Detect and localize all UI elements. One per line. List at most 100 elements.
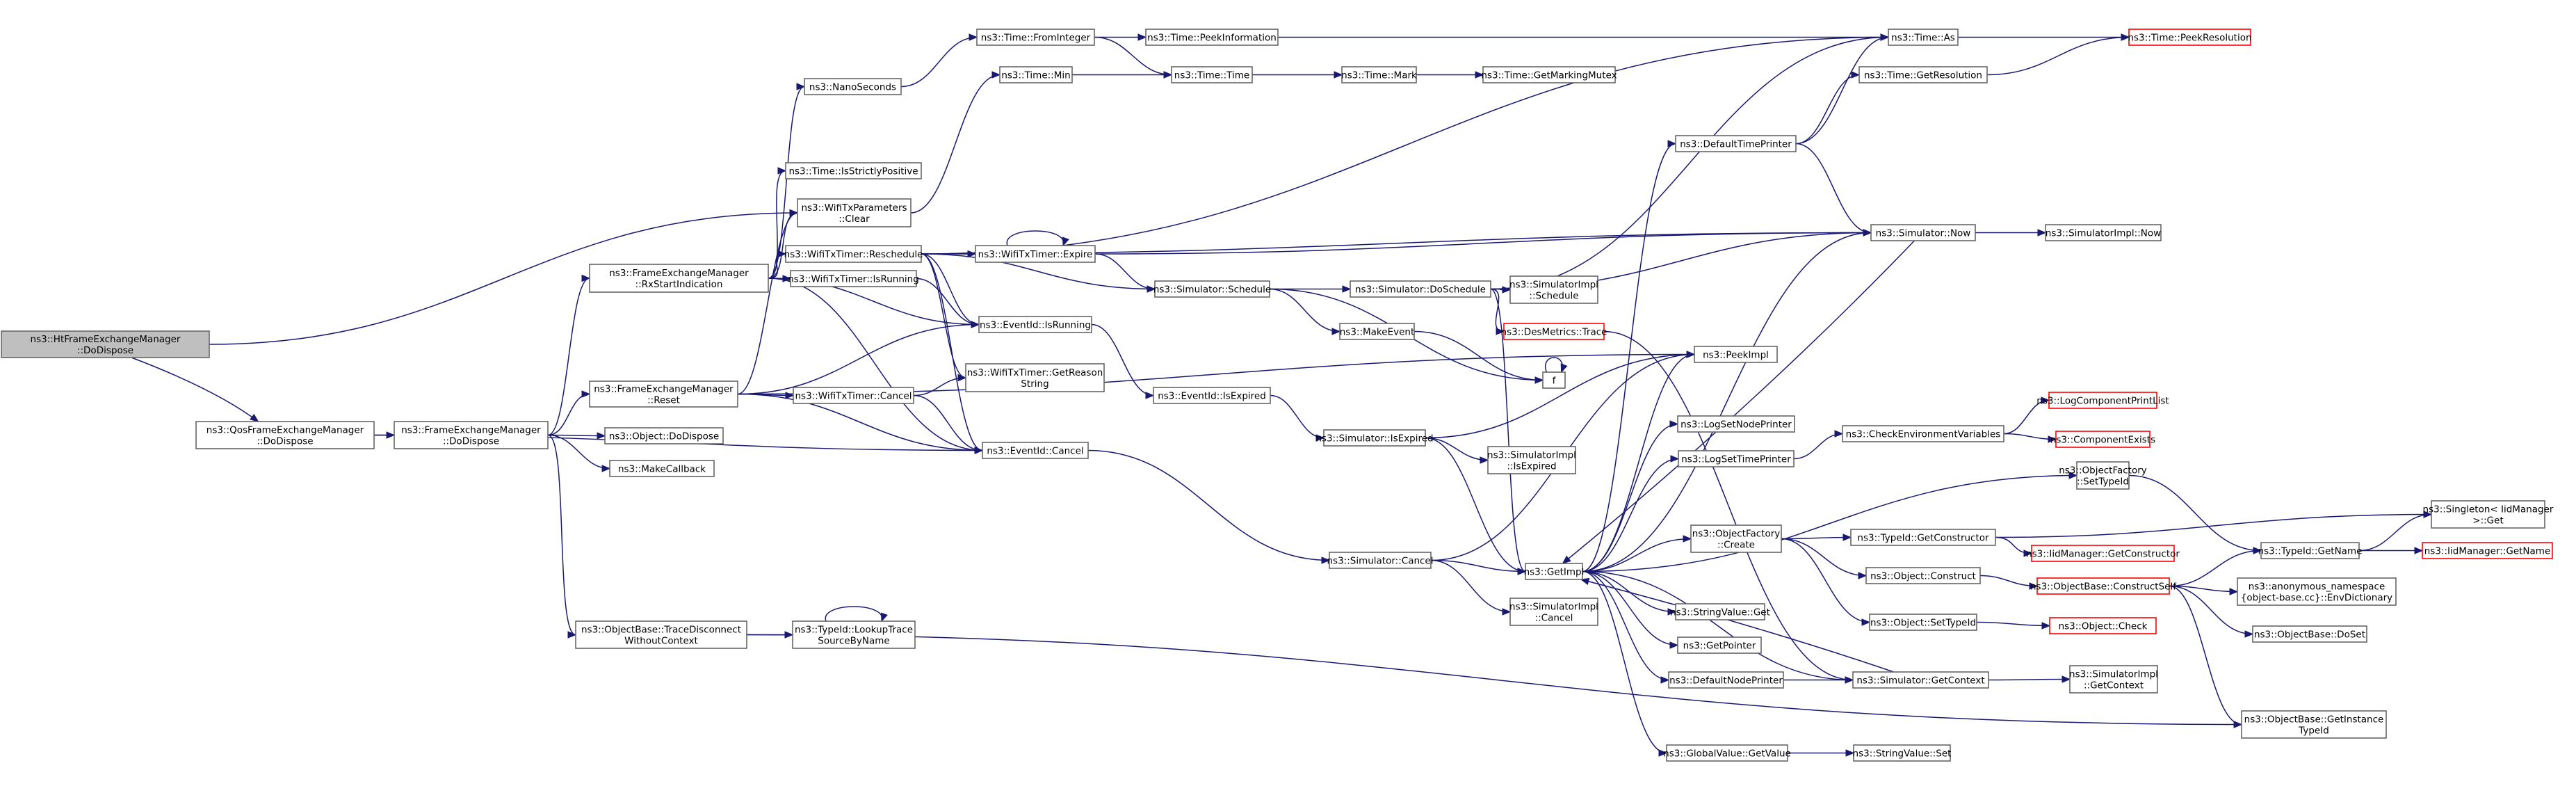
- graph-node[interactable]: ns3::EventId::IsExpired: [1153, 387, 1271, 404]
- graph-node[interactable]: ns3::FrameExchangeManager::DoDispose: [394, 421, 549, 449]
- graph-node[interactable]: ns3::PeekImpl: [1694, 346, 1778, 363]
- graph-node[interactable]: ns3::Object::DoDispose: [604, 427, 724, 444]
- call-edge-line: [1793, 433, 1843, 460]
- graph-node[interactable]: ns3::ObjectBase::DoSet: [2252, 625, 2367, 643]
- call-edge-arrowhead: [2048, 435, 2057, 443]
- graph-node-label: ns3::Time::Min: [1001, 70, 1070, 81]
- graph-node[interactable]: ns3::Simulator::DoSchedule: [1350, 280, 1491, 298]
- graph-node[interactable]: ns3::GlobalValue::GetValue: [1663, 744, 1791, 762]
- graph-node[interactable]: ns3::Time::Mark: [1341, 66, 1417, 83]
- graph-node-box: [982, 442, 1089, 459]
- graph-node[interactable]: ns3::IidManager::GetName: [2422, 542, 2553, 559]
- graph-node[interactable]: f: [1542, 371, 1566, 389]
- graph-node[interactable]: ns3::Object::Construct: [1865, 567, 1981, 584]
- graph-node[interactable]: ns3::GetImpl: [1524, 563, 1585, 580]
- graph-node[interactable]: ns3::Simulator::Cancel: [1327, 552, 1434, 569]
- graph-node[interactable]: ns3::EventId::Cancel: [982, 442, 1089, 459]
- call-edge: [1781, 538, 1868, 579]
- call-edge: [547, 432, 606, 440]
- graph-node[interactable]: ns3::SimulatorImpl::GetContext: [2069, 665, 2158, 694]
- graph-node[interactable]: ns3::LogSetTimePrinter: [1678, 450, 1795, 467]
- graph-node[interactable]: ns3::DefaultTimePrinter: [1675, 135, 1797, 152]
- graph-node-box: [1842, 425, 2004, 442]
- graph-node[interactable]: ns3::WifiTxTimer::Reschedule: [784, 245, 923, 263]
- graph-node[interactable]: ns3::ObjectFactory::Create: [1690, 524, 1782, 553]
- graph-node[interactable]: ns3::Object::Check: [2049, 617, 2157, 634]
- call-edge-line: [2169, 585, 2253, 635]
- graph-node[interactable]: ns3::Simulator::Schedule: [1153, 280, 1271, 298]
- graph-node[interactable]: ns3::Time::As: [1888, 29, 1959, 46]
- graph-node-box: [999, 66, 1073, 83]
- graph-node[interactable]: ns3::StringValue::Set: [1853, 744, 1952, 762]
- graph-node-label: ns3::EventId::Cancel: [987, 446, 1083, 457]
- graph-node-box: [2431, 500, 2545, 529]
- graph-node[interactable]: ns3::Singleton< IidManager>::Get: [2423, 500, 2554, 529]
- graph-node[interactable]: ns3::ComponentExists: [2050, 431, 2155, 448]
- call-edge: [2169, 585, 2243, 728]
- call-edge: [2169, 585, 2239, 595]
- graph-node[interactable]: ns3::Simulator::Now: [1870, 224, 1976, 241]
- graph-node-label: ns3::SimulatorImpl::GetContext: [2069, 669, 2158, 691]
- graph-node[interactable]: ns3::SimulatorImpl::Now: [2045, 224, 2162, 241]
- graph-node[interactable]: ns3::FrameExchangeManager::RxStartIndica…: [589, 264, 769, 293]
- graph-node[interactable]: ns3::Time::Time: [1171, 66, 1253, 83]
- call-edge: [1582, 570, 1677, 616]
- call-edge: [737, 209, 799, 395]
- call-edge: [2359, 547, 2424, 554]
- graph-node[interactable]: ns3::SimulatorImpl::Schedule: [1509, 275, 1598, 304]
- graph-node[interactable]: ns3::StringValue::Get: [1670, 603, 1770, 620]
- graph-node[interactable]: ns3::DefaultNodePrinter: [1668, 671, 1784, 689]
- call-edge-line: [1425, 353, 1695, 439]
- graph-node[interactable]: ns3::Time::IsStrictlyPositive: [785, 162, 922, 179]
- graph-node-label: ns3::Simulator::Schedule: [1153, 285, 1271, 296]
- graph-node[interactable]: ns3::Time::PeekResolution: [2128, 29, 2252, 46]
- graph-node[interactable]: ns3::Time::FromInteger: [976, 29, 1095, 46]
- graph-node[interactable]: ns3::CheckEnvironmentVariables: [1842, 425, 2004, 442]
- graph-node[interactable]: ns3::Time::GetMarkingMutex: [1481, 66, 1617, 83]
- call-edge: [2169, 585, 2254, 638]
- graph-node[interactable]: ns3::WifiTxParameters::Clear: [797, 198, 912, 227]
- graph-node[interactable]: ns3::NanoSeconds: [804, 78, 902, 95]
- graph-node[interactable]: ns3::WifiTxTimer::IsRunning: [788, 270, 919, 287]
- graph-node[interactable]: ns3::TypeId::GetName: [2258, 542, 2363, 559]
- graph-node[interactable]: ns3::TypeId::GetConstructor: [1850, 529, 1996, 546]
- graph-node[interactable]: ns3::WifiTxTimer::Cancel: [793, 387, 914, 404]
- graph-node[interactable]: ns3::Time::Min: [999, 66, 1073, 83]
- graph-node-box: [1525, 563, 1583, 580]
- call-edge-arrowhead: [777, 250, 787, 258]
- graph-node[interactable]: ns3::SimulatorImpl::IsExpired: [1487, 446, 1576, 474]
- graph-node[interactable]: ns3::anonymous_namespace{object-base.cc}…: [2237, 577, 2397, 606]
- graph-node[interactable]: ns3::ObjectBase::ConstructSelf: [2030, 577, 2177, 595]
- call-edge-line: [2169, 585, 2238, 593]
- graph-node[interactable]: ns3::Simulator::IsExpired: [1315, 429, 1434, 447]
- graph-node[interactable]: ns3::IidManager::GetConstructor: [2026, 545, 2180, 562]
- graph-node[interactable]: ns3::WifiTxTimer::Expire: [975, 245, 1096, 263]
- graph-node[interactable]: ns3::Time::GetResolution: [1858, 66, 1988, 83]
- graph-node[interactable]: ns3::GetPointer: [1677, 636, 1762, 654]
- graph-node-label: ns3::TypeId::GetName: [2258, 546, 2363, 557]
- graph-node[interactable]: ns3::DesMetrics::Trace: [1501, 323, 1607, 340]
- graph-node[interactable]: ns3::QosFrameExchangeManager::DoDispose: [195, 421, 375, 449]
- graph-node[interactable]: ns3::SimulatorImpl::Cancel: [1509, 598, 1598, 626]
- graph-node[interactable]: ns3::Time::PeekInformation: [1145, 29, 1279, 46]
- graph-node-box: [575, 620, 747, 649]
- graph-node[interactable]: ns3::LogComponentPrintList: [2036, 392, 2169, 409]
- graph-node-box: [2260, 542, 2360, 559]
- call-edge-line: [1986, 36, 2130, 76]
- call-edge-arrowhead: [2423, 511, 2433, 518]
- graph-node[interactable]: ns3::FrameExchangeManager::Reset: [589, 381, 738, 408]
- call-edge-arrowhead: [785, 392, 795, 399]
- graph-node[interactable]: ns3::Simulator::GetContext: [1852, 671, 1989, 689]
- graph-node[interactable]: ns3::Object::SetTypeId: [1869, 614, 1977, 631]
- graph-node[interactable]: ns3::LogSetNodePrinter: [1677, 415, 1795, 433]
- call-edge: [547, 434, 611, 472]
- graph-node[interactable]: ns3::EventId::IsRunning: [978, 316, 1092, 333]
- graph-node[interactable]: ns3::MakeEvent: [1339, 323, 1415, 340]
- graph-node[interactable]: ns3::MakeCallback: [609, 460, 715, 477]
- graph-node[interactable]: ns3::ObjectFactory::SetTypeId: [2059, 461, 2147, 490]
- call-edge-line: [1490, 288, 1505, 333]
